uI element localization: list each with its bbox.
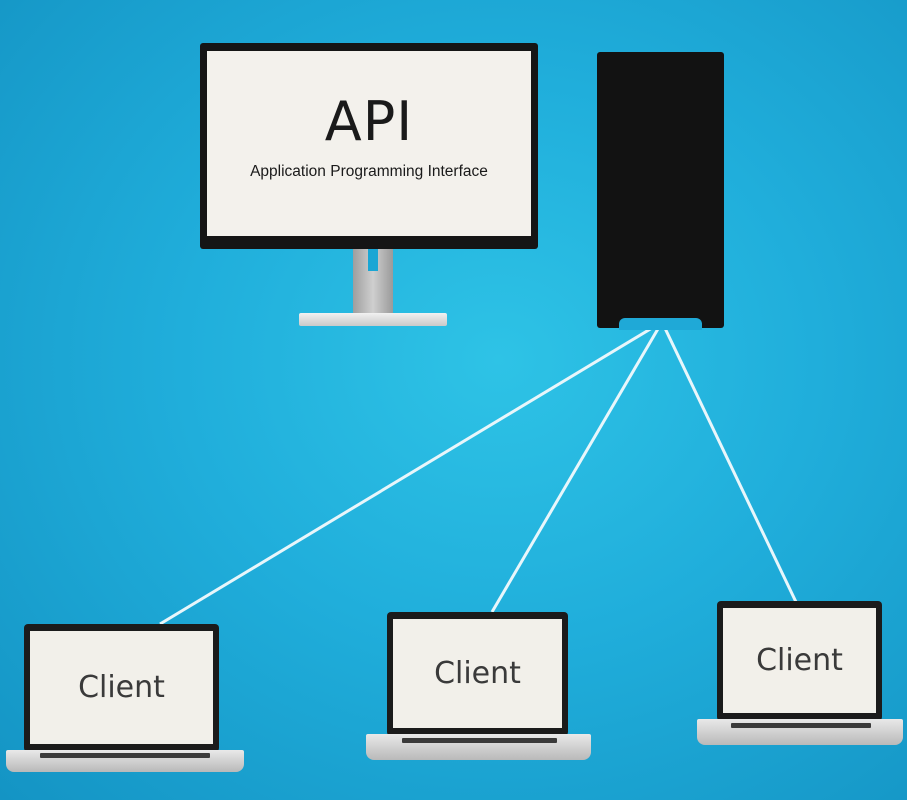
client-laptop-3-screen: Client xyxy=(723,608,876,713)
client-laptop-1: Client xyxy=(24,624,219,752)
client-laptop-1-screen: Client xyxy=(30,631,213,744)
client-laptop-3-keyboard xyxy=(731,723,871,728)
client-label-1: Client xyxy=(78,670,165,705)
monitor-screen: API Application Programming Interface xyxy=(207,51,531,236)
client-laptop-2: Client xyxy=(387,612,568,736)
api-title: API xyxy=(324,90,414,153)
link-server-client-2 xyxy=(490,321,664,613)
monitor-stand-base xyxy=(299,313,447,326)
client-laptop-2-screen: Client xyxy=(393,619,562,728)
server-tower-foot-gap xyxy=(619,318,702,330)
link-server-client-3 xyxy=(660,321,798,603)
client-laptop-2-keyboard xyxy=(402,738,557,743)
client-label-2: Client xyxy=(434,656,521,691)
client-laptop-1-keyboard xyxy=(40,753,210,758)
api-subtitle: Application Programming Interface xyxy=(250,163,488,180)
client-laptop-3: Client xyxy=(717,601,882,721)
client-laptop-2-base xyxy=(366,734,591,760)
client-laptop-3-base xyxy=(697,719,903,745)
link-server-client-1 xyxy=(159,320,663,626)
server-tower xyxy=(597,52,724,328)
client-laptop-1-base xyxy=(6,750,244,772)
client-label-3: Client xyxy=(756,643,843,678)
api-monitor: API Application Programming Interface xyxy=(200,43,538,249)
monitor-stand-slot xyxy=(368,249,378,271)
